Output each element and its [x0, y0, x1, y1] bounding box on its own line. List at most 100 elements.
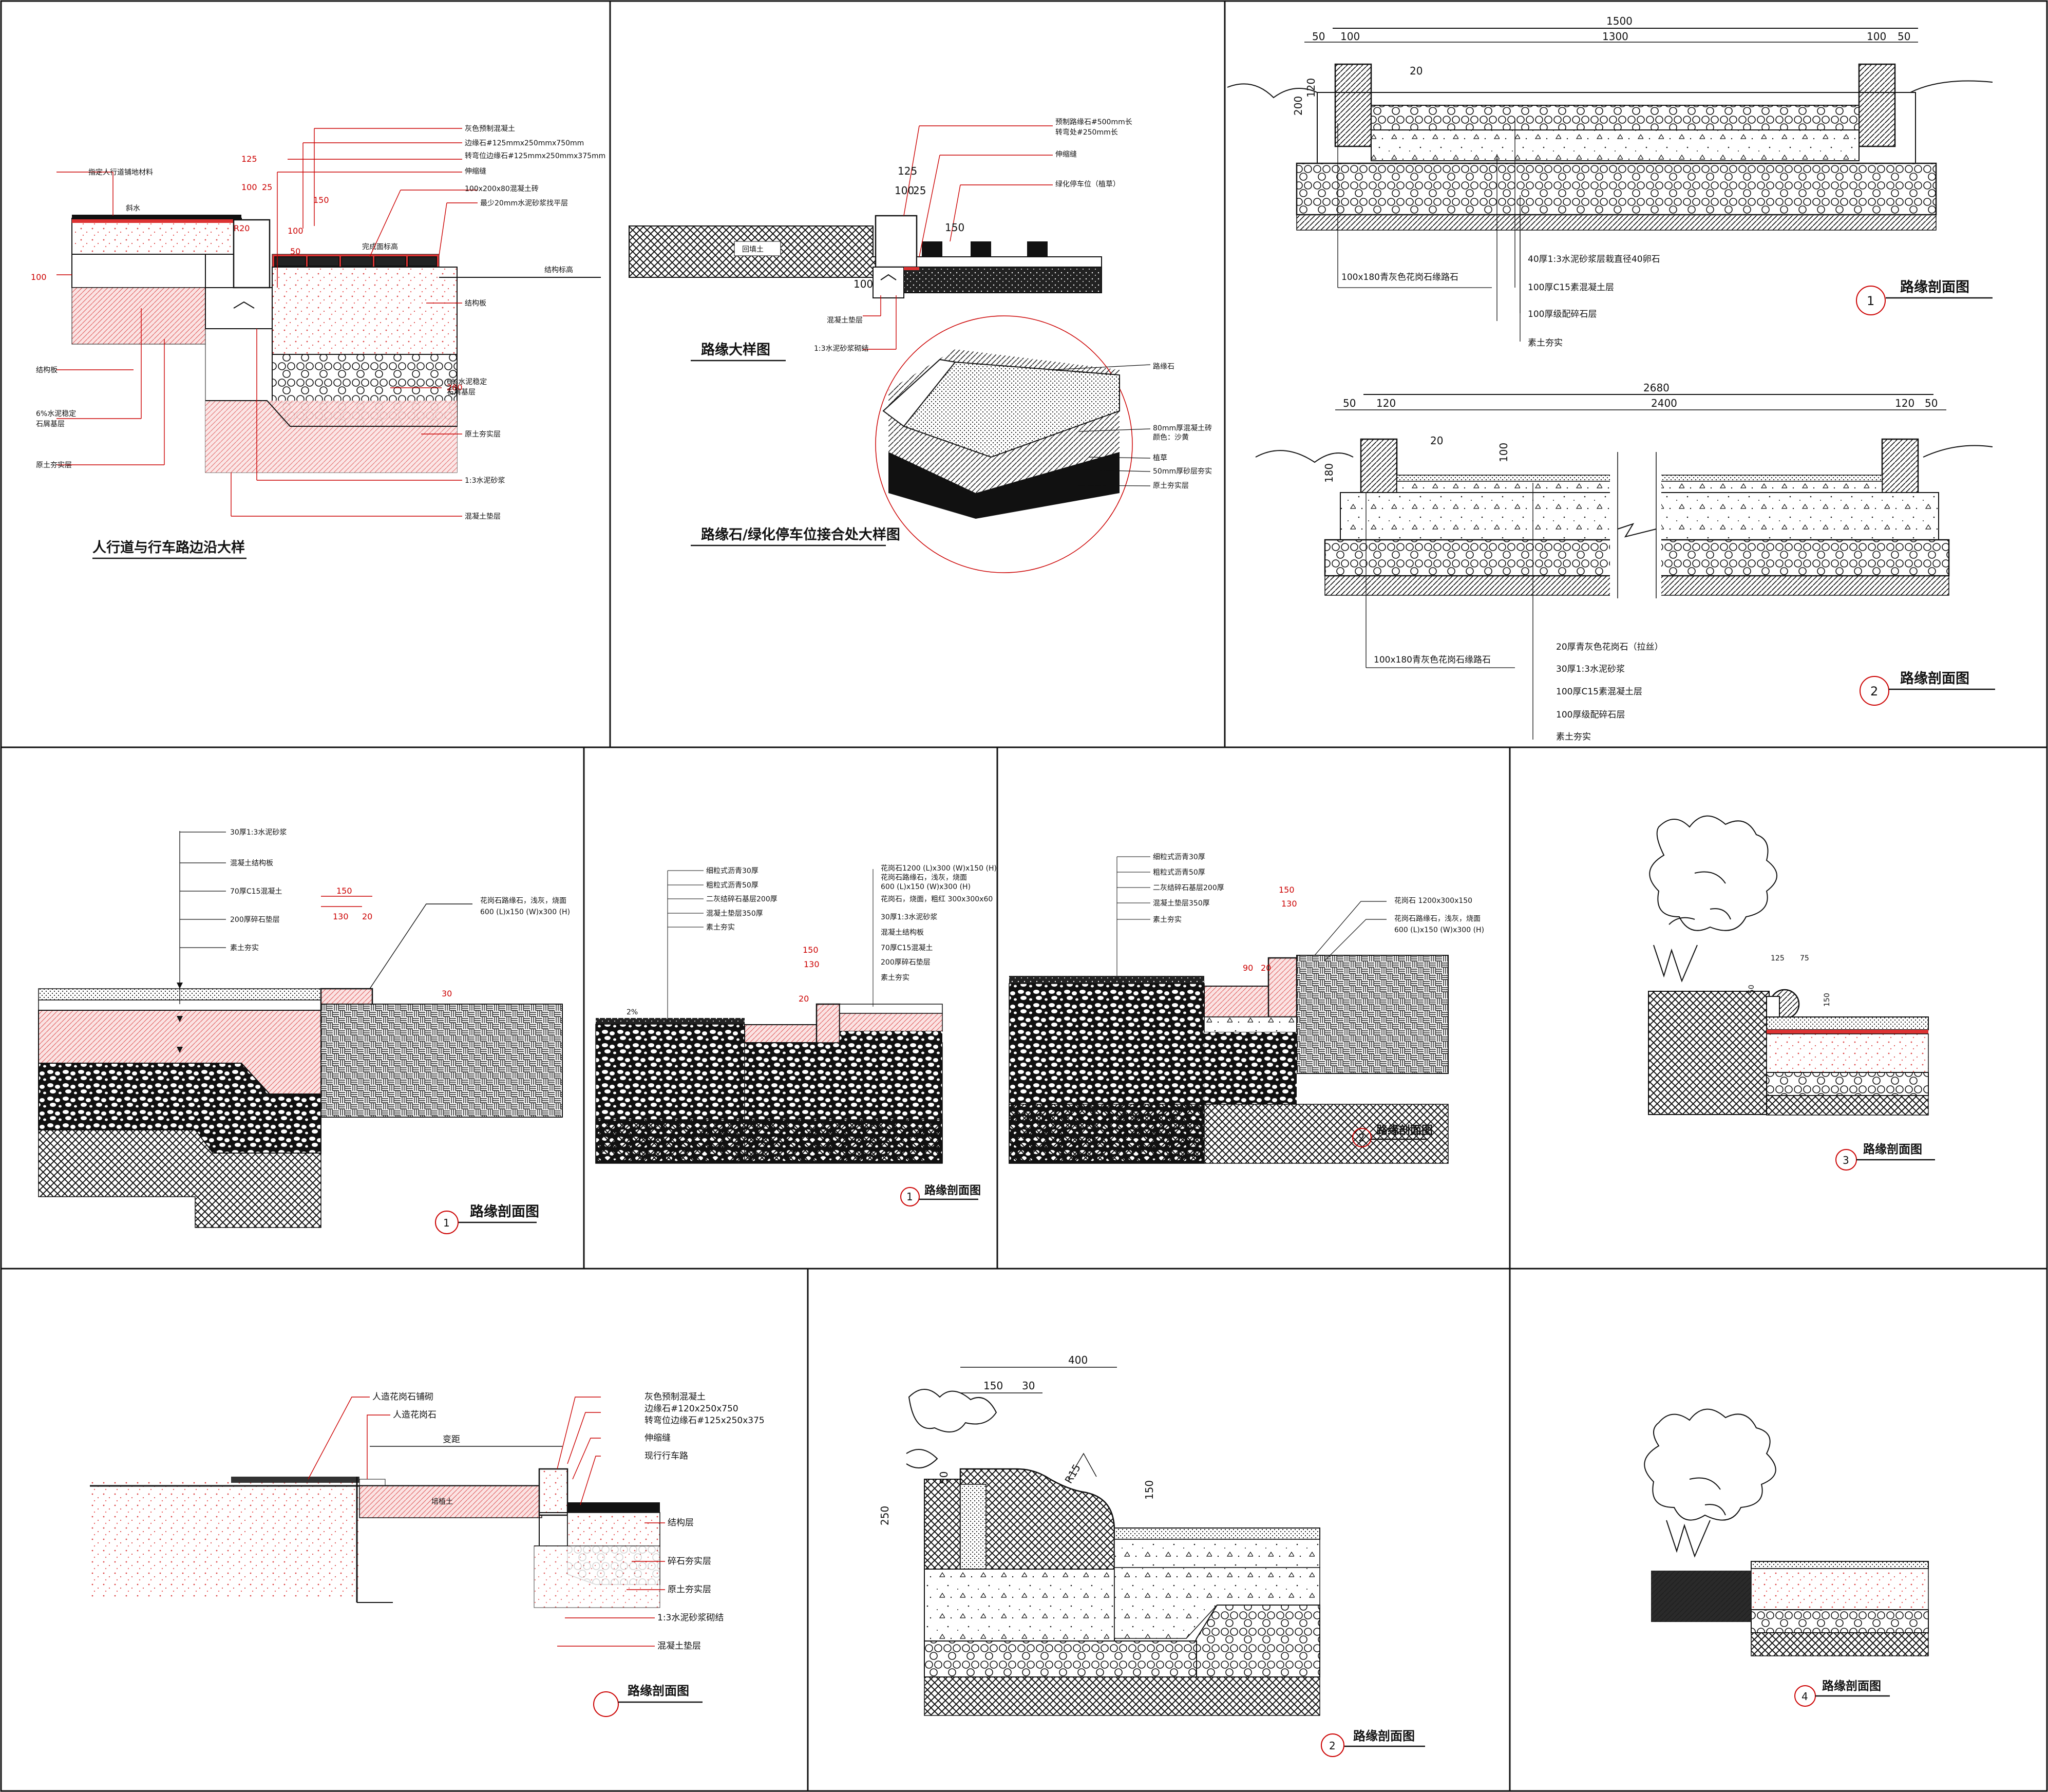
svg-text:130: 130 — [804, 959, 820, 969]
svg-text:30: 30 — [442, 989, 452, 998]
svg-text:125: 125 — [241, 154, 257, 164]
svg-text:粗粒式沥青50厚: 粗粒式沥青50厚 — [706, 881, 758, 890]
svg-text:130: 130 — [333, 912, 349, 921]
svg-text:路缘石: 路缘石 — [1153, 363, 1174, 371]
svg-text:25: 25 — [262, 182, 272, 192]
svg-text:100: 100 — [1340, 30, 1360, 43]
svg-text:100x200x80混凝土砖: 100x200x80混凝土砖 — [465, 185, 539, 193]
svg-text:花岗石路缘石，浅灰，烧面: 花岗石路缘石，浅灰，烧面 — [480, 897, 566, 905]
svg-text:2%: 2% — [627, 1008, 638, 1016]
svg-text:50: 50 — [1925, 397, 1938, 409]
svg-text:1:3水泥砂浆砌结: 1:3水泥砂浆砌结 — [657, 1613, 724, 1623]
svg-text:1: 1 — [443, 1217, 450, 1229]
svg-text:植草: 植草 — [1153, 454, 1167, 462]
svg-text:120: 120 — [1305, 78, 1317, 98]
svg-text:人造花岗石铺砌: 人造花岗石铺砌 — [372, 1392, 433, 1402]
svg-text:1:3水泥砂浆砌结: 1:3水泥砂浆砌结 — [814, 345, 869, 353]
svg-text:原土夯实层: 原土夯实层 — [465, 430, 501, 439]
svg-text:600 (L)x150 (W)x300 (H): 600 (L)x150 (W)x300 (H) — [480, 908, 570, 916]
svg-text:R15: R15 — [1063, 1462, 1083, 1485]
svg-text:125: 125 — [898, 165, 917, 177]
svg-text:绿化停车位（植草）: 绿化停车位（植草） — [1055, 180, 1120, 188]
svg-text:细粒式沥青30厚: 细粒式沥青30厚 — [1153, 853, 1205, 861]
svg-text:50: 50 — [290, 247, 300, 256]
svg-text:二灰结碎石基层200厚: 二灰结碎石基层200厚 — [1153, 883, 1224, 892]
svg-text:130: 130 — [1281, 899, 1297, 909]
svg-text:6%水泥稳定: 6%水泥稳定 — [447, 378, 487, 386]
svg-text:70厚C15混凝土: 70厚C15混凝土 — [881, 944, 933, 952]
panel-curb-section-row3-1: 培植土 变距 人造花岗石铺砌 人造花岗石 灰色预制混凝土 边缘石#120x250… — [90, 1392, 765, 1717]
panel-10-title: 路缘剖面图 — [1353, 1729, 1415, 1743]
svg-text:6%水泥稳定: 6%水泥稳定 — [36, 410, 76, 418]
svg-text:40厚1:3水泥砂浆层栽直径40卵石: 40厚1:3水泥砂浆层栽直径40卵石 — [1528, 254, 1660, 265]
svg-text:碎石夯实层: 碎石夯实层 — [668, 1556, 711, 1567]
svg-text:转弯位边缘石#125x250x375: 转弯位边缘石#125x250x375 — [644, 1416, 765, 1426]
svg-text:100: 100 — [31, 272, 47, 282]
svg-text:20: 20 — [1410, 65, 1423, 77]
svg-text:50: 50 — [1748, 985, 1756, 994]
svg-text:变距: 变距 — [443, 1435, 460, 1445]
svg-text:100厚级配碎石层: 100厚级配碎石层 — [1528, 309, 1597, 319]
svg-text:2680: 2680 — [1643, 382, 1670, 394]
panel-curb-section-row3-2: 400 150 30 250 50 150 R15 2 路缘剖面图 — [879, 1354, 1425, 1757]
panel-1-title: 人行道与行车路边沿大样 — [92, 539, 245, 556]
svg-text:100x180青灰色花岗石缘路石: 100x180青灰色花岗石缘路石 — [1341, 272, 1458, 282]
svg-text:石屑基层: 石屑基层 — [447, 388, 476, 397]
svg-text:100: 100 — [288, 226, 304, 236]
svg-text:2: 2 — [1870, 684, 1878, 699]
svg-text:指定人行道铺地材料: 指定人行道铺地材料 — [88, 168, 153, 177]
svg-text:结构标高: 结构标高 — [544, 266, 573, 274]
svg-text:素土夯实: 素土夯实 — [1528, 338, 1563, 348]
panel-curb-section-row2-2: 2% 细粒式沥青30厚 粗粒式沥青50厚 二灰结碎石基层200厚 混凝土垫层35… — [595, 864, 997, 1206]
svg-text:100: 100 — [1867, 30, 1886, 43]
panel-2-title-b: 路缘石/绿化停车位接合处大样图 — [701, 526, 900, 543]
svg-text:二灰结碎石基层200厚: 二灰结碎石基层200厚 — [706, 895, 778, 903]
svg-text:混凝土垫层: 混凝土垫层 — [657, 1641, 701, 1651]
svg-text:混凝土垫层350厚: 混凝土垫层350厚 — [706, 910, 763, 918]
svg-text:素土夯实: 素土夯实 — [706, 923, 735, 932]
svg-text:混凝土垫层: 混凝土垫层 — [827, 316, 863, 325]
svg-text:600 (L)x150 (W)x300 (H): 600 (L)x150 (W)x300 (H) — [881, 883, 971, 891]
svg-text:花岗石路缘石，浅灰，烧面: 花岗石路缘石，浅灰，烧面 — [881, 874, 967, 882]
svg-text:伸缩缝: 伸缩缝 — [1055, 150, 1077, 159]
svg-text:原土夯实层: 原土夯实层 — [1153, 482, 1189, 490]
svg-text:1: 1 — [906, 1191, 913, 1203]
svg-text:100: 100 — [241, 182, 257, 192]
svg-text:25: 25 — [913, 184, 926, 197]
svg-text:200厚碎石垫层: 200厚碎石垫层 — [881, 958, 931, 967]
svg-text:20: 20 — [799, 994, 809, 1004]
svg-text:混凝土垫层350厚: 混凝土垫层350厚 — [1153, 899, 1210, 908]
panel-9-title: 路缘剖面图 — [628, 1684, 689, 1698]
svg-text:回填土: 回填土 — [742, 246, 764, 254]
panel-curb-section-row2-3: 细粒式沥青30厚 粗粒式沥青50厚 二灰结碎石基层200厚 混凝土垫层350厚 … — [1009, 853, 1484, 1164]
svg-text:混凝土结构板: 混凝土结构板 — [881, 929, 924, 937]
svg-text:现行行车路: 现行行车路 — [644, 1451, 688, 1461]
svg-text:2: 2 — [1358, 1131, 1365, 1144]
svg-text:预制路缘石#500mm长: 预制路缘石#500mm长 — [1055, 118, 1132, 126]
svg-text:200: 200 — [1292, 96, 1304, 116]
svg-text:250: 250 — [879, 1506, 891, 1525]
svg-text:50mm厚砂层夯实: 50mm厚砂层夯实 — [1153, 467, 1212, 476]
svg-text:150: 150 — [1279, 885, 1295, 895]
svg-text:30: 30 — [1022, 1380, 1035, 1392]
svg-text:4: 4 — [1802, 1690, 1808, 1703]
svg-text:1300: 1300 — [1602, 30, 1628, 43]
svg-text:花岗石1200 (L)x300 (W)x150 (H): 花岗石1200 (L)x300 (W)x150 (H) — [881, 864, 997, 873]
svg-text:150: 150 — [1823, 993, 1831, 1007]
svg-text:75: 75 — [1800, 954, 1809, 963]
svg-text:50: 50 — [1312, 30, 1325, 43]
svg-text:100厚级配碎石层: 100厚级配碎石层 — [1556, 710, 1625, 720]
svg-text:70厚C15混凝土: 70厚C15混凝土 — [230, 888, 282, 896]
svg-text:素土夯实: 素土夯实 — [1556, 732, 1591, 742]
panel-5-title: 路缘剖面图 — [470, 1203, 539, 1220]
panel-curb-section-row2-1: 30厚1:3水泥砂浆 混凝土结构板 70厚C15混凝土 200厚碎石垫层 素土夯… — [38, 828, 570, 1234]
svg-text:120: 120 — [1376, 397, 1396, 409]
svg-text:花岗石，烧面，粗红 300x300x60: 花岗石，烧面，粗红 300x300x60 — [881, 895, 993, 903]
svg-text:125: 125 — [1771, 954, 1785, 963]
svg-text:花岗石路缘石，浅灰，烧面: 花岗石路缘石，浅灰，烧面 — [1394, 915, 1481, 923]
svg-text:原土夯实层: 原土夯实层 — [36, 461, 72, 469]
panel-3-title: 路缘剖面图 — [1900, 279, 1969, 295]
svg-text:50: 50 — [1898, 30, 1910, 43]
panel-curb-section-row3-3: 4 路缘剖面图 — [1644, 1408, 1929, 1707]
svg-text:1:3水泥砂浆: 1:3水泥砂浆 — [465, 477, 505, 485]
